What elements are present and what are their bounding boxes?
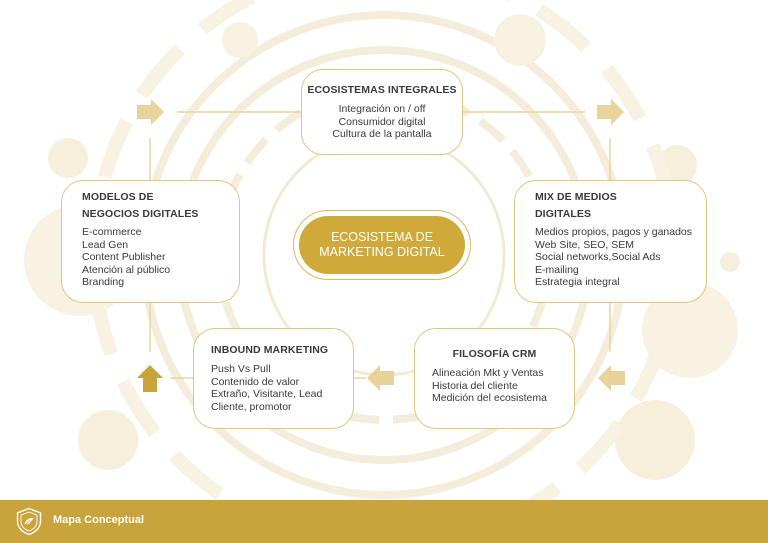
arrow-left-icon (598, 365, 625, 391)
node-title: ECOSISTEMAS INTEGRALES (307, 84, 457, 96)
node-item: Medios propios, pagos y ganados (535, 226, 693, 238)
node-item: Lead Gen (82, 238, 129, 251)
footer-label: Mapa Conceptual (53, 514, 145, 526)
node-title-line: MIX DE MEDIOS (535, 191, 617, 203)
node-mix-medios: MIX DE MEDIOS DIGITALES Medios propios, … (514, 180, 707, 303)
node-items: Alineación Mkt y Ventas Historia del cli… (432, 367, 574, 405)
center-node-fill: ECOSISTEMA DE MARKETING DIGITAL (299, 216, 465, 274)
node-item: Estrategia integral (535, 276, 620, 289)
node-item: Atención al público (82, 263, 171, 276)
center-node: ECOSISTEMA DE MARKETING DIGITAL (293, 210, 471, 280)
node-item: Consumidor digital (338, 115, 426, 128)
node-item: Branding (82, 276, 125, 289)
arrow-right-icon (137, 99, 164, 125)
node-item: Cliente, promotor (211, 400, 292, 413)
node-inbound-marketing: INBOUND MARKETING Push Vs Pull Contenido… (193, 328, 354, 429)
arrow-right-icon (597, 99, 624, 125)
arrow-up-icon (137, 365, 163, 392)
node-title: FILOSOFÍA CRM (452, 348, 537, 360)
node-item: Extraño, Visitante, Lead (211, 388, 323, 401)
node-items: Push Vs Pull Contenido de valor Extraño,… (211, 363, 353, 413)
shield-logo-icon (16, 507, 42, 536)
node-item: Alineación Mkt y Ventas (432, 367, 544, 379)
node-title-line: DIGITALES (535, 208, 592, 220)
node-title-line: NEGOCIOS DIGITALES (82, 208, 199, 220)
node-filosofia-crm: FILOSOFÍA CRM Alineación Mkt y Ventas Hi… (414, 328, 575, 429)
node-item: Historia del cliente (432, 379, 518, 392)
node-items: E-commerce Lead Gen Content Publisher At… (82, 226, 239, 289)
arrow-left-icon (367, 365, 394, 391)
node-item: Content Publisher (82, 251, 166, 264)
node-item: Push Vs Pull (211, 363, 271, 375)
node-item: Contenido de valor (211, 375, 300, 388)
node-title: MIX DE MEDIOS DIGITALES (535, 189, 706, 223)
node-items: Integración on / off Consumidor digital … (302, 103, 462, 141)
node-items: Medios propios, pagos y ganados Web Site… (535, 226, 706, 289)
node-title-line: MODELOS DE (82, 191, 154, 203)
node-title: INBOUND MARKETING (211, 344, 329, 356)
node-item: Medición del ecosistema (432, 392, 547, 405)
connector-layer (137, 99, 625, 392)
node-item: Web Site, SEO, SEM (535, 238, 635, 251)
center-label-line: MARKETING DIGITAL (319, 245, 445, 259)
node-ecosistemas-integrales: ECOSISTEMAS INTEGRALES Integración on / … (301, 69, 463, 155)
node-item: E-commerce (82, 226, 142, 238)
node-modelos-negocios: MODELOS DE NEGOCIOS DIGITALES E-commerce… (61, 180, 240, 303)
node-item: Integración on / off (338, 103, 426, 115)
footer-bar: Mapa Conceptual (0, 500, 768, 543)
center-label-line: ECOSISTEMA DE (330, 230, 434, 244)
node-item: Cultura de la pantalla (332, 128, 432, 141)
center-label: ECOSISTEMA DE MARKETING DIGITAL (319, 230, 444, 260)
node-item: E-mailing (535, 263, 579, 276)
node-title: MODELOS DE NEGOCIOS DIGITALES (82, 189, 239, 223)
node-item: Social networks,Social Ads (535, 251, 661, 264)
